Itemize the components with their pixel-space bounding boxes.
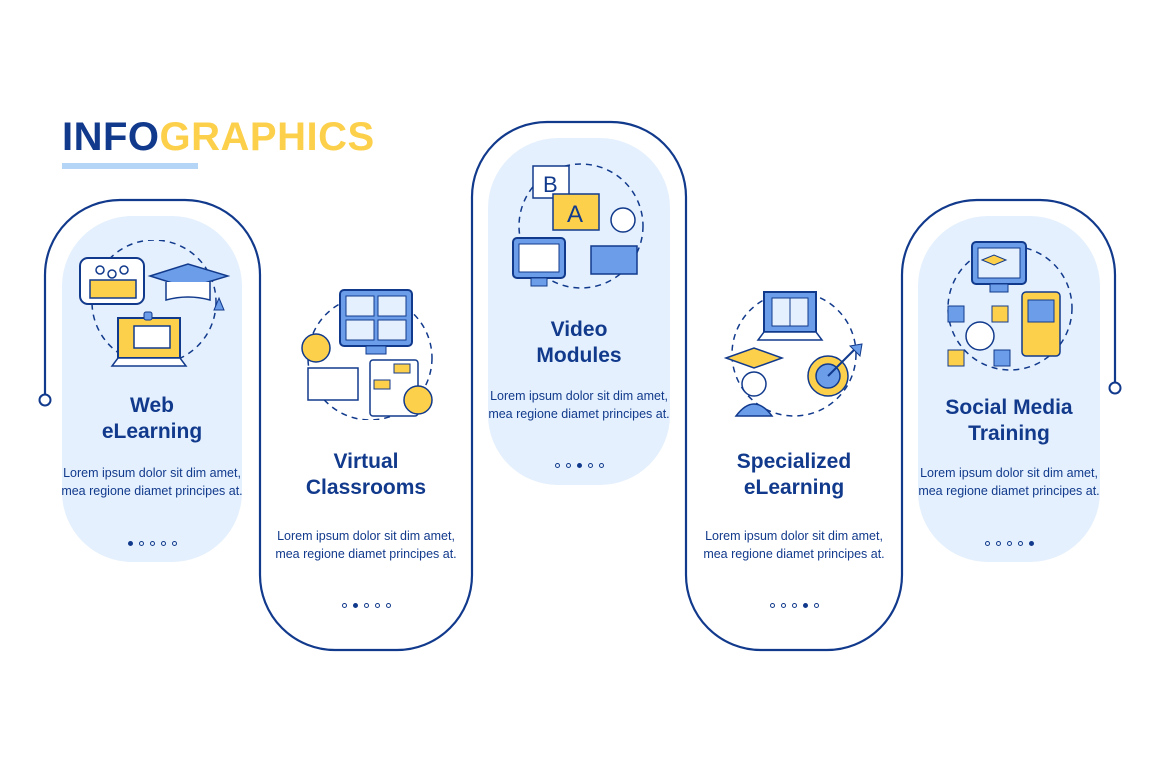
dot — [138, 541, 144, 546]
dot — [149, 541, 155, 546]
dot — [565, 463, 571, 468]
step-1-dots — [52, 541, 252, 546]
dot — [802, 603, 808, 608]
end-node — [1108, 381, 1122, 395]
step-3-dots — [479, 463, 679, 468]
dot — [769, 603, 775, 608]
social-media-training-icon — [947, 241, 1073, 371]
step-1-title-line1: Web — [130, 394, 174, 417]
dot — [385, 603, 391, 608]
step-2-title-line2: Classrooms — [305, 476, 427, 499]
step-3-title-line2: Modules — [536, 344, 622, 367]
step-5-title-line1: Social Media — [945, 396, 1073, 419]
letter-a: A — [567, 201, 583, 228]
dot — [1028, 541, 1034, 546]
dot — [374, 603, 380, 608]
dot — [791, 603, 797, 608]
dot — [984, 541, 990, 546]
dot — [587, 463, 593, 468]
web-elearning-icon — [79, 240, 230, 367]
step-4-dots — [694, 603, 894, 608]
step-1-title: Web eLearning — [52, 393, 252, 445]
virtual-classroom-icon — [301, 289, 433, 420]
step-4-title-line2: eLearning — [743, 476, 845, 499]
letter-b: B — [543, 172, 558, 197]
video-modules-icon: B A — [512, 163, 644, 289]
dot — [813, 603, 819, 608]
dot — [352, 603, 358, 608]
infographic-title: INFOGRAPHICS — [62, 114, 375, 160]
step-3-title-line1: Video — [550, 318, 608, 341]
dot — [363, 603, 369, 608]
step-1-title-line2: eLearning — [101, 420, 203, 443]
step-4-title-line1: Specialized — [736, 450, 852, 473]
step-4-description: Lorem ipsum dolor sit dim amet, mea regi… — [703, 529, 885, 561]
dot — [995, 541, 1001, 546]
dot — [171, 541, 177, 546]
dot — [160, 541, 166, 546]
step-2-dots — [266, 603, 466, 608]
title-part-2: GRAPHICS — [159, 115, 375, 159]
dot — [780, 603, 786, 608]
dot — [127, 541, 133, 546]
title-underline — [62, 163, 198, 169]
dot — [576, 463, 582, 468]
step-2-description: Lorem ipsum dolor sit dim amet, mea regi… — [275, 529, 457, 561]
dot — [1006, 541, 1012, 546]
step-5-title-line2: Training — [968, 422, 1050, 445]
title-part-1: INFO — [62, 115, 160, 159]
step-5-description: Lorem ipsum dolor sit dim amet, mea regi… — [918, 466, 1100, 498]
dot — [554, 463, 560, 468]
step-1-description: Lorem ipsum dolor sit dim amet, mea regi… — [61, 466, 243, 498]
dot — [341, 603, 347, 608]
dot — [598, 463, 604, 468]
dot — [1017, 541, 1023, 546]
start-node — [38, 393, 52, 407]
specialized-elearning-icon — [723, 291, 863, 417]
step-5-dots — [909, 541, 1109, 546]
step-4-title: Specialized eLearning — [694, 449, 894, 501]
step-3-description: Lorem ipsum dolor sit dim amet, mea regi… — [488, 389, 670, 421]
step-2-title-line1: Virtual — [333, 450, 399, 473]
